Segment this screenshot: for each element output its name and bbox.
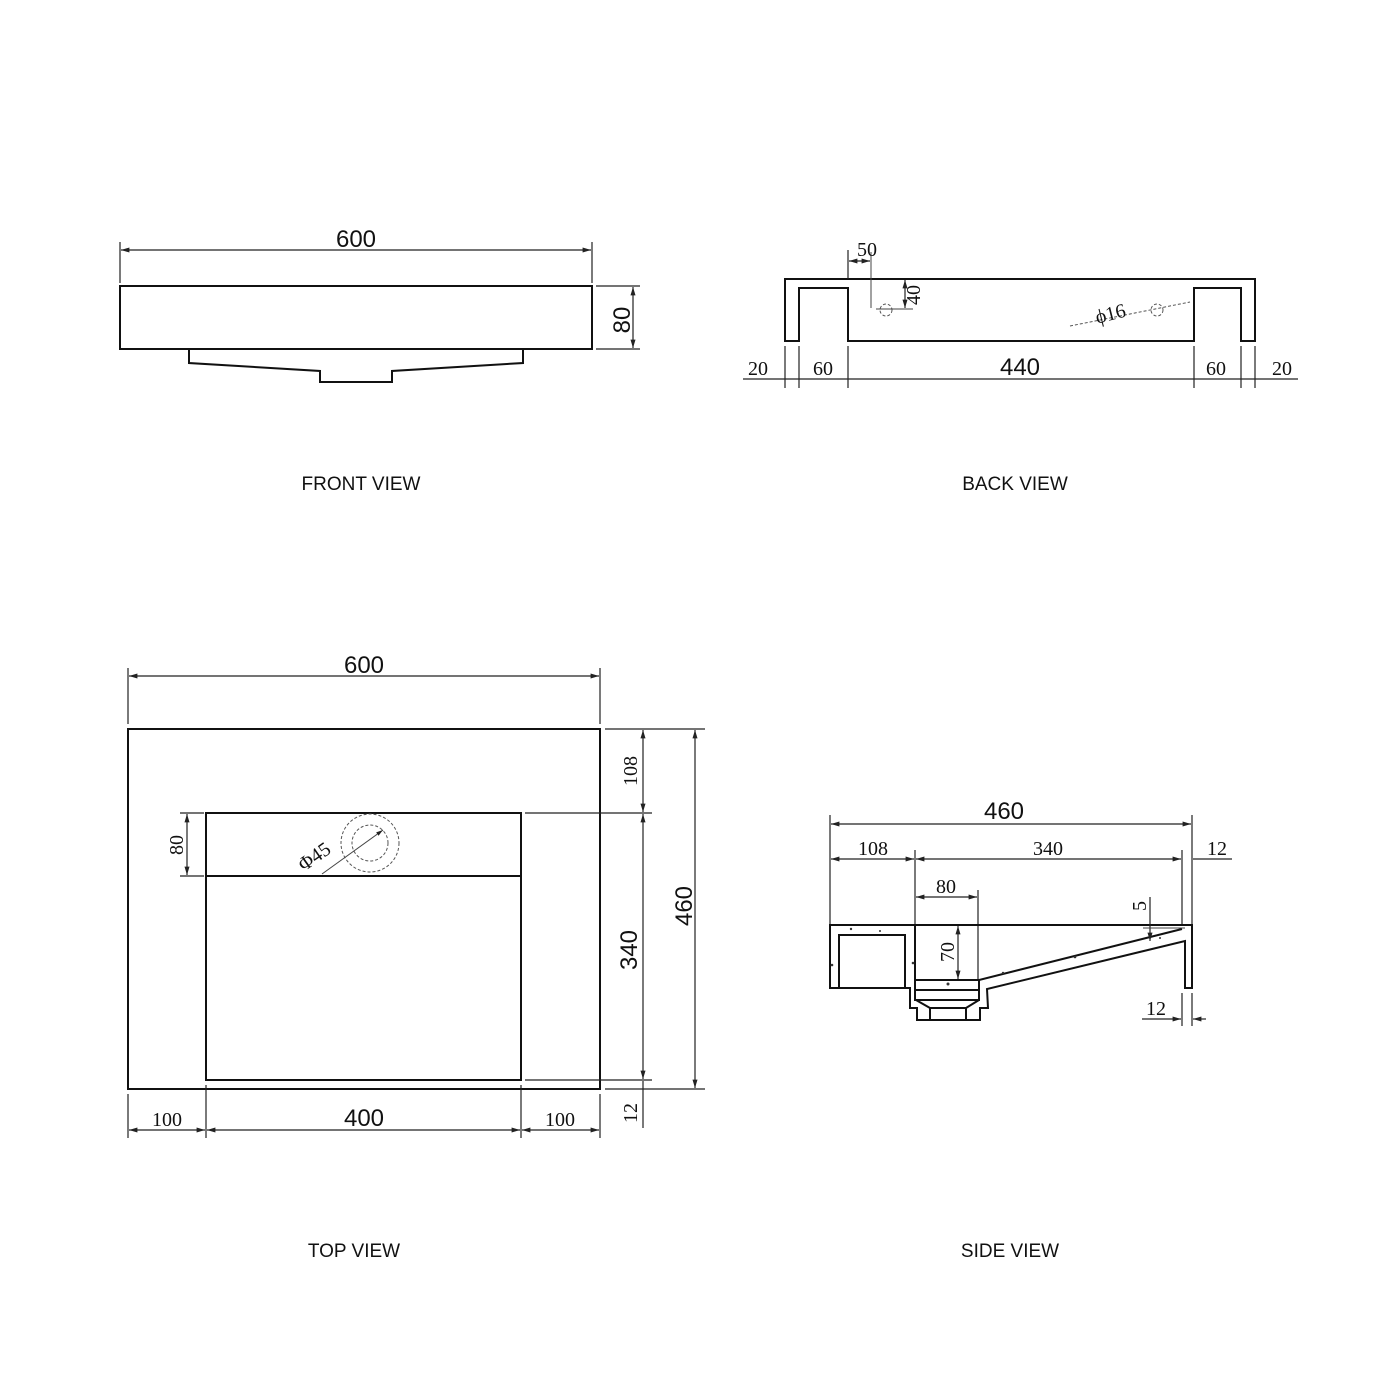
back-seg-left-outer: 20 [748, 358, 768, 380]
back-hole-offset-x-dim: 50 [857, 239, 877, 261]
top-ledge-dim: 80 [166, 835, 188, 855]
top-margin-left-dim: 100 [152, 1109, 182, 1131]
back-hole-diameter-dim: ϕ16 [1093, 300, 1128, 329]
side-back-dim: 108 [858, 838, 888, 860]
front-view-label: FRONT VIEW [302, 474, 421, 495]
side-front-bottom-dim: 12 [1146, 998, 1166, 1020]
top-depth-back-dim: 108 [620, 756, 642, 786]
side-total-dim: 460 [984, 798, 1024, 825]
side-drain-depth-dim: 70 [937, 942, 959, 962]
side-front-top-dim: 12 [1207, 838, 1227, 860]
side-view: 460 108 340 12 80 70 [829, 798, 1232, 1262]
back-view: 50 40 ϕ16 20 60 440 60 20 BACK VIEW [743, 239, 1298, 495]
top-view-label: TOP VIEW [308, 1241, 400, 1262]
side-view-label: SIDE VIEW [961, 1241, 1059, 1262]
top-view: 600 Φ45 80 108 340 460 12 [127, 652, 705, 1262]
top-depth-front-dim: 12 [620, 1103, 642, 1123]
side-lip-dim: 5 [1129, 901, 1151, 911]
side-basin-dim: 340 [1033, 838, 1063, 860]
top-basin-width-dim: 400 [344, 1105, 384, 1132]
back-seg-right-outer: 20 [1272, 358, 1292, 380]
back-seg-right-inner: 60 [1206, 358, 1226, 380]
top-margin-right-dim: 100 [545, 1109, 575, 1131]
front-height-dim: 80 [609, 307, 636, 334]
side-drain-width-dim: 80 [936, 876, 956, 898]
back-seg-left-inner: 60 [813, 358, 833, 380]
top-width-dim: 600 [344, 652, 384, 679]
front-view: 600 80 FRONT VIEW [119, 226, 640, 495]
back-hole-offset-y-dim: 40 [903, 285, 925, 305]
back-seg-center: 440 [1000, 354, 1040, 381]
front-width-dim: 600 [336, 226, 376, 253]
top-depth-basin-dim: 340 [616, 930, 643, 970]
back-view-label: BACK VIEW [962, 474, 1068, 495]
top-drain-diameter-dim: Φ45 [294, 838, 335, 876]
top-depth-total-dim: 460 [671, 886, 698, 926]
